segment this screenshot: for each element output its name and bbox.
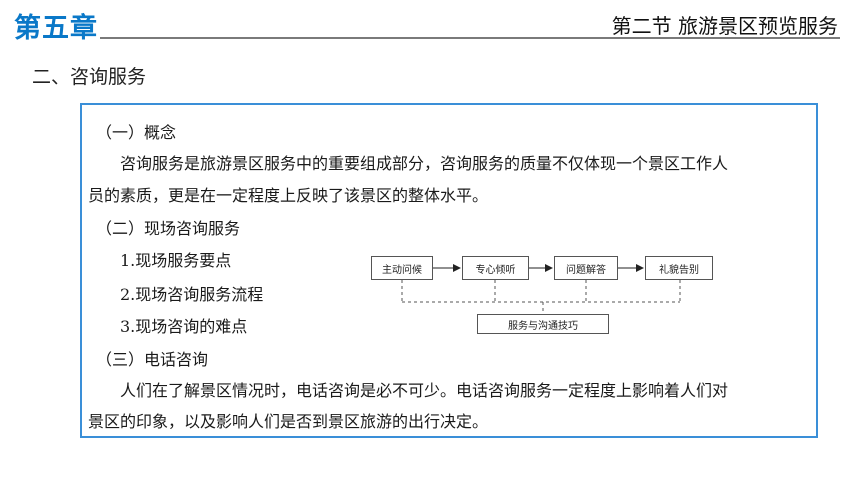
concept-heading: （一）概念 — [96, 123, 177, 142]
section-title: 第二节 旅游景区预览服务 — [611, 14, 838, 38]
flow-step-3: 问题解答 — [554, 256, 618, 280]
onsite-item-2: 2.现场咨询服务流程 — [120, 285, 264, 304]
onsite-item-1: 1.现场服务要点 — [120, 251, 232, 270]
concept-paragraph-line-2: 员的素质，更是在一定程度上反映了该景区的整体水平。 — [88, 186, 489, 205]
chapter-title: 第五章 — [14, 13, 98, 44]
flow-step-1: 主动问候 — [371, 256, 433, 280]
flow-step-2: 专心倾听 — [462, 256, 529, 280]
phone-paragraph-line-1: 人们在了解景区情况时，电话咨询是必不可少。电话咨询服务一定程度上影响着人们对 — [120, 381, 729, 400]
page-subtitle: 二、咨询服务 — [32, 66, 147, 88]
onsite-heading: （二）现场咨询服务 — [96, 219, 241, 238]
flow-support-box: 服务与沟通技巧 — [477, 314, 609, 334]
header-divider — [100, 37, 840, 39]
concept-paragraph-line-1: 咨询服务是旅游景区服务中的重要组成部分，咨询服务的质量不仅体现一个景区工作人 — [120, 154, 729, 173]
phone-paragraph-line-2: 景区的印象，以及影响人们是否到景区旅游的出行决定。 — [88, 412, 489, 431]
phone-heading: （三）电话咨询 — [96, 350, 209, 369]
onsite-item-3: 3.现场咨询的难点 — [120, 317, 248, 336]
flow-step-4: 礼貌告别 — [645, 256, 713, 280]
